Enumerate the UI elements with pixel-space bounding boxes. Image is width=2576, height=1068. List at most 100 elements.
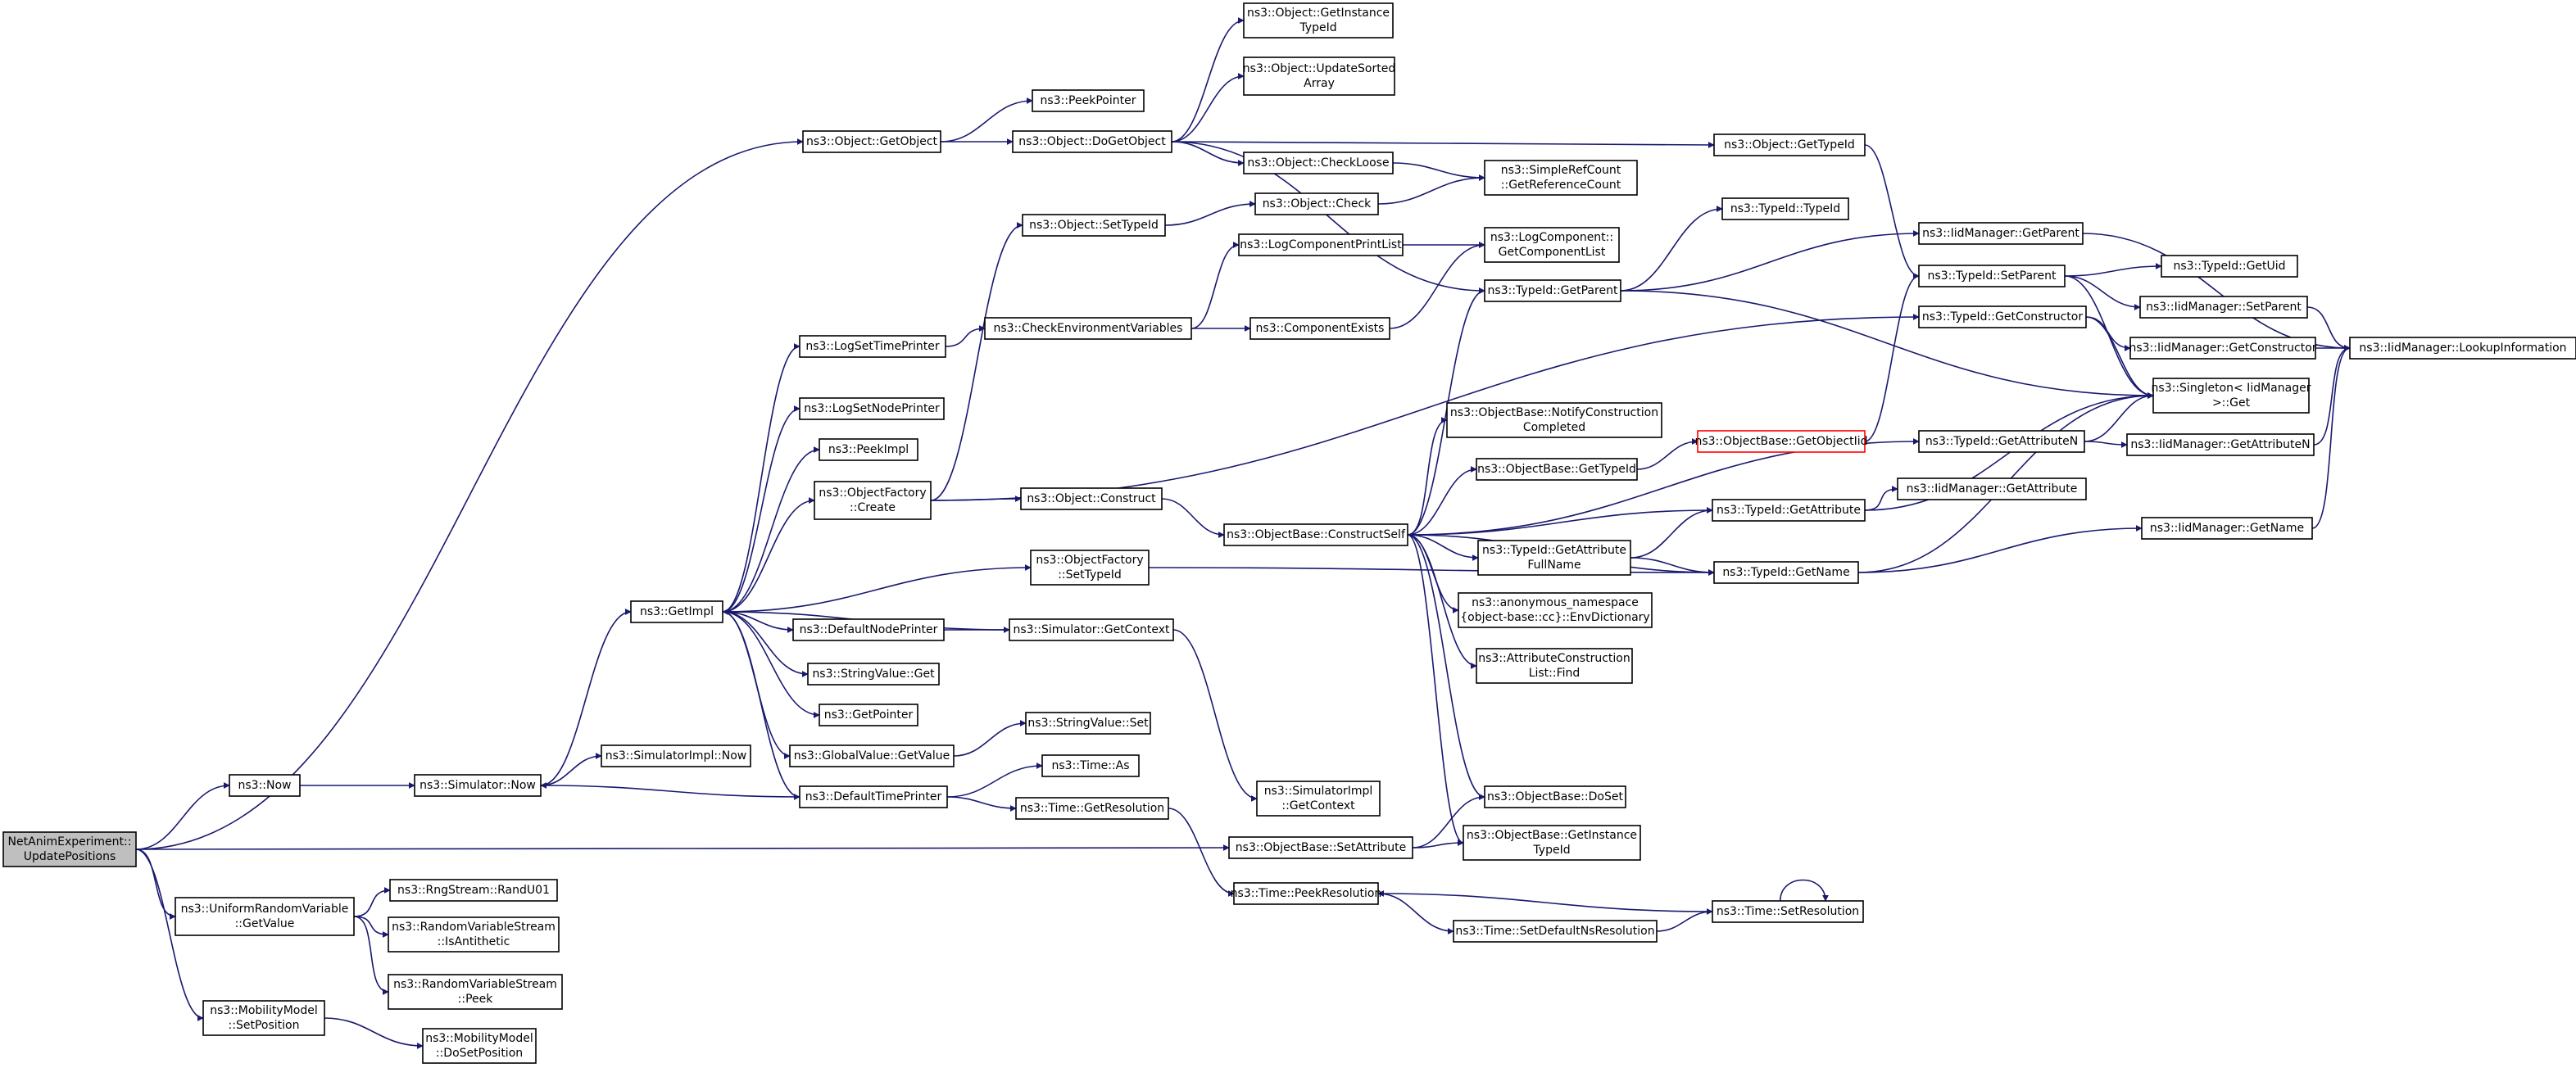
function-node-root[interactable]: NetAnimExperiment::UpdatePositions: [2, 831, 137, 867]
node-box: [388, 916, 560, 953]
function-node-logsettimeprinter[interactable]: ns3::LogSetTimePrinter: [799, 335, 946, 358]
function-node-rvsisantithetic[interactable]: ns3::RandomVariableStream::IsAntithetic: [388, 916, 560, 953]
edge-timegetresolution-to-timepeekresolution: [1168, 808, 1235, 897]
function-node-globalvaluegetvalue[interactable]: ns3::GlobalValue::GetValue: [789, 744, 955, 767]
function-node-defaulttimeprinter[interactable]: ns3::DefaultTimePrinter: [799, 785, 948, 808]
edge-timesetresolution-to-timesetresolution: [1780, 879, 1829, 902]
function-node-typeidsetparent[interactable]: ns3::TypeId::SetParent: [1918, 265, 2066, 287]
function-node-checkloose[interactable]: ns3::Object::CheckLoose: [1243, 152, 1394, 174]
function-node-typeidgetconstructor[interactable]: ns3::TypeId::GetConstructor: [1918, 305, 2087, 328]
function-node-simplerefcount[interactable]: ns3::SimpleRefCount::GetReferenceCount: [1484, 160, 1638, 196]
function-node-rvspeek[interactable]: ns3::RandomVariableStream::Peek: [388, 974, 563, 1010]
function-node-objbasesetattribute[interactable]: ns3::ObjectBase::SetAttribute: [1228, 836, 1413, 859]
edge-constructself-to-objbasegettypeid: [1407, 466, 1477, 536]
function-node-constructself[interactable]: ns3::ObjectBase::ConstructSelf: [1223, 523, 1408, 546]
edge-checkenv-to-logcompprintlist: [1190, 242, 1240, 329]
function-node-stringvalueset[interactable]: ns3::StringValue::Set: [1025, 712, 1151, 735]
function-node-simimplnow[interactable]: ns3::SimulatorImpl::Now: [601, 744, 751, 767]
function-node-iidsetparent[interactable]: ns3::IidManager::SetParent: [2139, 296, 2308, 319]
function-node-logcompgetlist[interactable]: ns3::LogComponent::GetComponentList: [1484, 227, 1620, 263]
function-node-typeidgetattribute[interactable]: ns3::TypeId::GetAttribute: [1712, 499, 1866, 522]
function-node-timesetresolution[interactable]: ns3::Time::SetResolution: [1712, 900, 1864, 923]
node-label: ns3::PeekImpl: [828, 443, 909, 456]
function-node-getpointer[interactable]: ns3::GetPointer: [819, 704, 918, 726]
function-node-logcompprintlist[interactable]: ns3::LogComponentPrintList: [1238, 233, 1404, 256]
node-label: ns3::TypeId::GetParent: [1488, 284, 1618, 297]
edge-timesetdefaultns-to-timesetresolution: [1656, 908, 1713, 932]
node-label: ::SetPosition: [229, 1019, 300, 1032]
function-node-dogetobject[interactable]: ns3::Object::DoGetObject: [1012, 130, 1172, 153]
node-box: [1484, 279, 1621, 302]
function-node-getobjectiid[interactable]: ns3::ObjectBase::GetObjectIid: [1694, 430, 1868, 453]
function-node-iidgetparent[interactable]: ns3::IidManager::GetParent: [1918, 222, 2084, 245]
function-node-timeas[interactable]: ns3::Time::As: [1041, 754, 1140, 777]
function-node-iidgetconstructor[interactable]: ns3::IidManager::GetConstructor: [2129, 337, 2317, 360]
function-node-peekimpl[interactable]: ns3::PeekImpl: [819, 438, 918, 461]
function-node-compexists[interactable]: ns3::ComponentExists: [1249, 317, 1390, 340]
edge-getattributefullname-to-typeidgetname: [1630, 557, 1715, 576]
node-label: ns3::ObjectFactory: [1036, 554, 1143, 567]
function-node-simulatornow[interactable]: ns3::Simulator::Now: [414, 774, 542, 797]
function-node-objconstruct[interactable]: ns3::Object::Construct: [1020, 487, 1163, 510]
edge-timesetresolution-to-timepeekresolution: [1377, 890, 1713, 912]
function-node-objfactorycreate[interactable]: ns3::ObjectFactory::Create: [814, 481, 932, 520]
function-node-iidlookup[interactable]: ns3::IidManager::LookupInformation: [2349, 337, 2576, 360]
function-node-objbasedoset[interactable]: ns3::ObjectBase::DoSet: [1484, 785, 1626, 808]
function-node-timesetdefaultns[interactable]: ns3::Time::SetDefaultNsResolution: [1453, 920, 1658, 943]
function-node-simimplgetcontext[interactable]: ns3::SimulatorImpl::GetContext: [1256, 781, 1381, 817]
function-node-stringvalueget[interactable]: ns3::StringValue::Get: [807, 663, 940, 686]
function-node-now[interactable]: ns3::Now: [229, 774, 301, 797]
node-box: [1020, 487, 1163, 510]
function-node-typeidgetuid[interactable]: ns3::TypeId::GetUid: [2161, 255, 2298, 278]
function-node-getimpl[interactable]: ns3::GetImpl: [630, 600, 723, 623]
node-box: [1446, 402, 1662, 438]
node-label: ns3::SimpleRefCount: [1501, 164, 1621, 177]
function-node-timepeekresolution[interactable]: ns3::Time::PeekResolution: [1231, 882, 1382, 905]
function-node-iidgetattribute[interactable]: ns3::IidManager::GetAttribute: [1897, 477, 2087, 500]
edge-typeidgetattributen-to-iidgetattributen: [2084, 441, 2128, 448]
node-label: ns3::Time::GetResolution: [1020, 802, 1164, 815]
function-node-objbasegettypeid[interactable]: ns3::ObjectBase::GetTypeId: [1476, 458, 1638, 481]
function-node-simgetcontext[interactable]: ns3::Simulator::GetContext: [1009, 618, 1174, 641]
function-node-checkenv[interactable]: ns3::CheckEnvironmentVariables: [984, 317, 1192, 340]
function-node-singleton[interactable]: ns3::Singleton< IidManager>::Get: [2152, 378, 2311, 414]
node-label: ns3::ObjectBase::ConstructSelf: [1227, 528, 1406, 541]
function-node-getobject[interactable]: ns3::Object::GetObject: [802, 130, 941, 153]
function-node-iidgetattributen[interactable]: ns3::IidManager::GetAttributeN: [2126, 433, 2315, 456]
function-node-rngrandu01[interactable]: ns3::RngStream::RandU01: [389, 879, 558, 902]
function-node-notifyconstruction[interactable]: ns3::ObjectBase::NotifyConstructionCompl…: [1446, 402, 1662, 438]
function-node-timegetresolution[interactable]: ns3::Time::GetResolution: [1015, 797, 1169, 820]
function-node-typeidgetattributen[interactable]: ns3::TypeId::GetAttributeN: [1918, 430, 2085, 453]
edge-dogetobject-to-updatesorted: [1171, 73, 1245, 143]
function-node-peekpointer[interactable]: ns3::PeekPointer: [1032, 89, 1145, 112]
function-node-objcheck[interactable]: ns3::Object::Check: [1254, 192, 1379, 215]
function-node-defaultnodeprinter[interactable]: ns3::DefaultNodePrinter: [792, 618, 945, 641]
function-node-typeidgetname[interactable]: ns3::TypeId::GetName: [1713, 561, 1859, 584]
function-node-mobsetpos[interactable]: ns3::MobilityModel::SetPosition: [202, 1000, 325, 1036]
function-node-mobdosetpos[interactable]: ns3::MobilityModel::DoSetPosition: [422, 1028, 537, 1064]
node-box: [1238, 233, 1404, 256]
function-node-objsettypeid[interactable]: ns3::Object::SetTypeId: [1022, 214, 1166, 237]
node-label: ns3::UniformRandomVariable: [181, 903, 349, 916]
node-label: ns3::TypeId::GetUid: [2173, 260, 2285, 273]
node-box: [229, 774, 301, 797]
node-box: [1484, 227, 1620, 263]
function-node-typeidtypeid[interactable]: ns3::TypeId::TypeId: [1721, 197, 1849, 220]
edge-objsettypeid-to-objcheck: [1164, 201, 1256, 226]
function-node-typeidgetparent[interactable]: ns3::TypeId::GetParent: [1484, 279, 1621, 302]
function-node-logsetnodeprinter[interactable]: ns3::LogSetNodePrinter: [799, 397, 945, 420]
function-node-objfactorysettypeid[interactable]: ns3::ObjectFactory::SetTypeId: [1030, 550, 1150, 586]
function-node-iidgetname[interactable]: ns3::IidManager::GetName: [2141, 517, 2313, 540]
edge-uniformgetvalue-to-rvspeek: [353, 916, 389, 995]
function-node-anonenvdict[interactable]: ns3::anonymous_namespace{object-base::cc…: [1458, 592, 1653, 628]
edge-objfactorycreate-to-objsettypeid: [930, 222, 1023, 501]
function-node-uniformgetvalue[interactable]: ns3::UniformRandomVariable::GetValue: [175, 897, 355, 936]
function-node-objgettypeid[interactable]: ns3::Object::GetTypeId: [1713, 134, 1866, 156]
node-box: [1249, 317, 1390, 340]
node-label: ns3::GlobalValue::GetValue: [794, 749, 950, 763]
